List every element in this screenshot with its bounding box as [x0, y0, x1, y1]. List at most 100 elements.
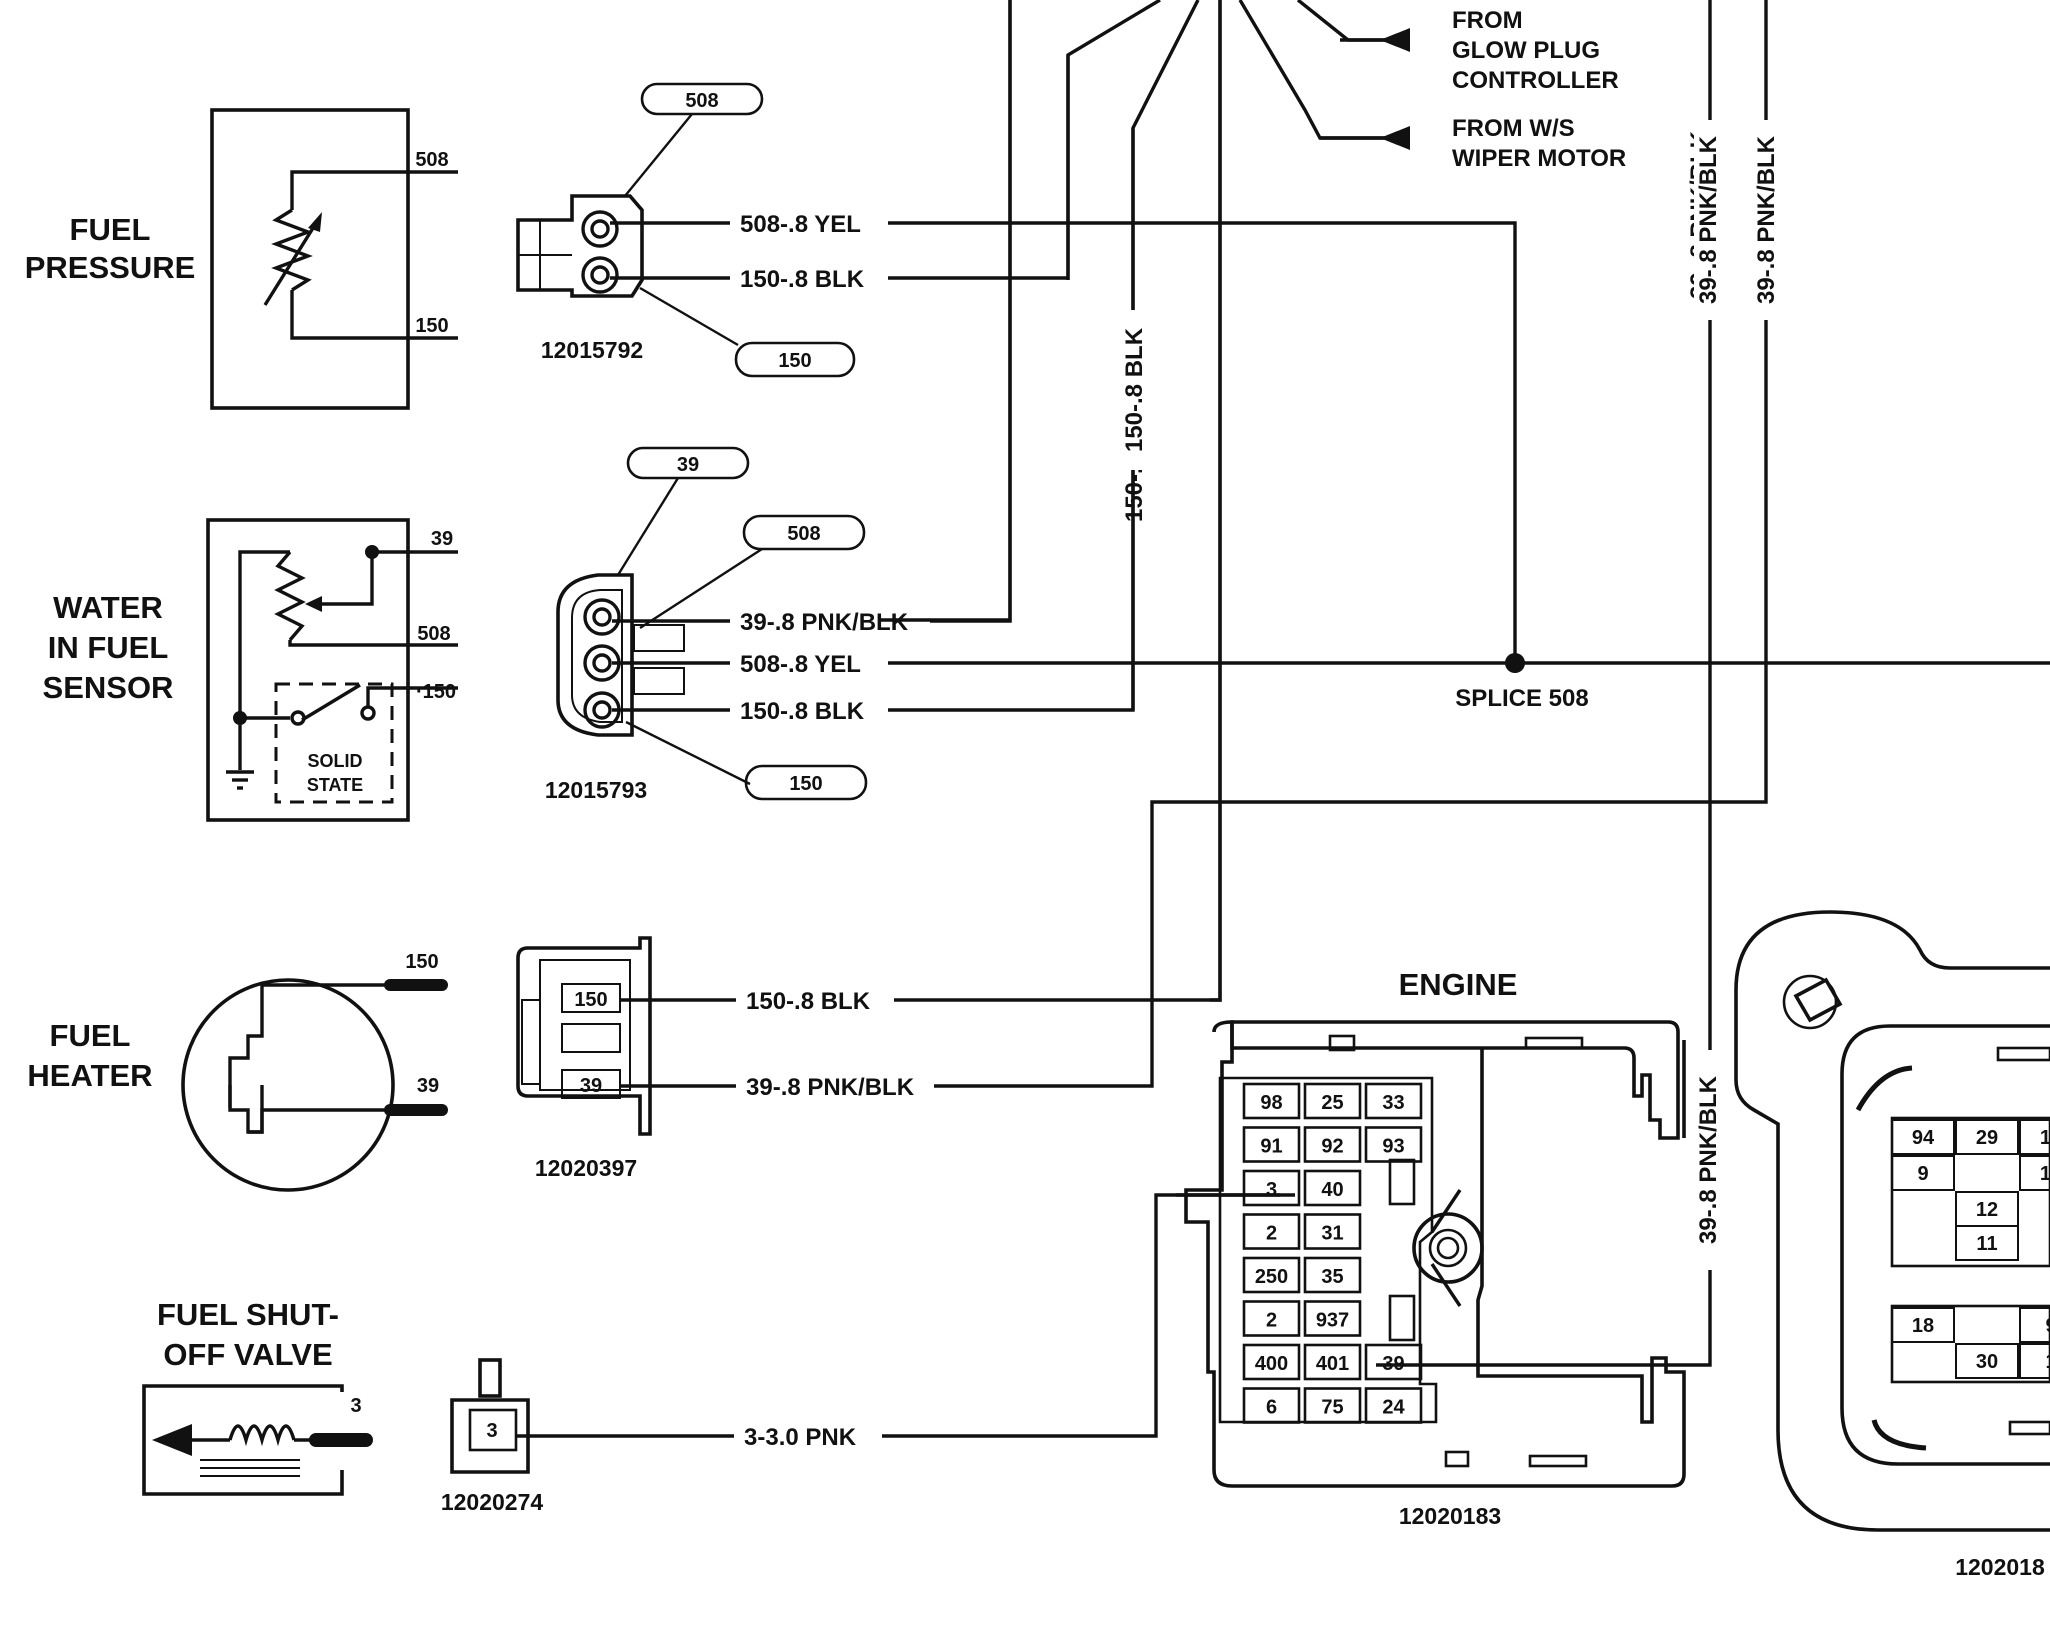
wire-label-wif-39: 39-.8 PNK/BLK	[740, 609, 909, 636]
valve-cavity-3: 3	[486, 1420, 497, 1442]
fuse-cell-label: 92	[1321, 1136, 1343, 1158]
part-number-1202018: 1202018	[1955, 1554, 2045, 1580]
connector-12015793: 12015793 39 508 150	[545, 446, 868, 803]
fuse-cell-label: 2	[1266, 1310, 1277, 1332]
wire-label-vert-39-c-front: 39-.8 PNK/BLK	[1695, 1075, 1722, 1244]
callout-508-b: 508	[787, 523, 820, 545]
fuse-cell	[1303, 1387, 1362, 1424]
wire-label-vert-39-b-front: 39-.8 PNK/BLK	[1753, 135, 1780, 304]
fuse-panel	[1890, 1116, 2050, 1268]
part-number-12020274: 12020274	[441, 1489, 544, 1515]
fuse-cell	[1303, 1126, 1362, 1163]
arrow-icon	[1380, 28, 1410, 52]
wire-label-fh-150: 150-.8 BLK	[746, 988, 871, 1015]
label-gap	[1694, 1050, 1726, 1270]
fuse-cell	[1891, 1155, 1955, 1191]
label-gap	[1120, 310, 1150, 470]
sensor-schematic-icon	[226, 545, 458, 804]
wif-wires: 39-.8 PNK/BLK 508-.8 YEL 150-.8 BLK	[612, 0, 2050, 725]
fuse-cell	[1303, 1169, 1362, 1207]
callout-150: 150	[778, 350, 811, 372]
fuse-cell	[1242, 1387, 1301, 1424]
heater-cavity-39: 39	[580, 1075, 602, 1097]
wif-title-1: WATER	[53, 590, 163, 625]
part-number-12020183: 12020183	[1399, 1503, 1501, 1529]
fuse-cell	[1955, 1119, 2019, 1155]
solid-state-label-1: SOLID	[307, 751, 362, 771]
fuse-cell-label: 35	[1321, 1266, 1343, 1288]
valve-wire: 3-3.0 PNK	[516, 1193, 1280, 1451]
wire-label-sv-3: 3-3.0 PNK	[744, 1424, 857, 1451]
fuse-cell-label: 14	[2040, 1127, 2050, 1149]
wire-label-fp-150: 150-.8 BLK	[740, 266, 865, 293]
fuse-cell	[2019, 1307, 2050, 1343]
fuse-cell-label: 3	[1266, 1179, 1277, 1201]
glow-plug-line-2: GLOW PLUG	[1452, 37, 1600, 64]
arrow-icon	[1380, 126, 1410, 150]
fuel-pressure-pin-508: 508	[415, 149, 448, 171]
fuse-cell-label: 93	[1382, 1136, 1404, 1158]
wire-label-vert-150-front: 150-.8 BLK	[1121, 327, 1148, 452]
fuse-cell-label: 19	[2040, 1163, 2050, 1185]
fuel-pressure-pin-150: 150	[415, 315, 448, 337]
cavity-39-wire	[1376, 0, 1712, 1367]
fuse-cell-label: 98	[1260, 1092, 1282, 1114]
engine-title: ENGINE	[1399, 967, 1518, 1002]
splice-label: SPLICE 508	[1455, 685, 1588, 712]
glow-plug-line-1: FROM	[1452, 7, 1523, 34]
fuse-cell-label: 29	[1976, 1127, 1998, 1149]
callout-39: 39	[677, 454, 699, 476]
water-in-fuel-component: WATER IN FUEL SENSOR SOLID STATE 39 508	[43, 518, 458, 822]
callout-150-b: 150	[789, 773, 822, 795]
wire-label-wif-150: 150-.8 BLK	[740, 698, 865, 725]
wiper-line-1: FROM W/S	[1452, 115, 1575, 142]
connector-12020397: 150 39 12020397	[516, 936, 652, 1181]
fuse-cell	[1955, 1225, 2019, 1261]
fuse-cell	[1242, 1213, 1301, 1250]
fuse-cell-label: 250	[1255, 1266, 1288, 1288]
wiper-line-2: WIPER MOTOR	[1452, 145, 1626, 172]
fuse-cell-label: 9	[2045, 1315, 2050, 1337]
solenoid-icon	[152, 1424, 373, 1477]
fuel-pressure-title-1: FUEL	[70, 212, 151, 247]
fuse-cell-label: 33	[1382, 1092, 1404, 1114]
fuse-cell	[1303, 1082, 1362, 1120]
fuel-heater-component: FUEL HEATER 150 39	[27, 951, 448, 1192]
fuse-cell-label: 937	[1316, 1310, 1349, 1332]
connector-12020274: 3 12020274	[441, 1358, 544, 1515]
fuse-cell-label: 30	[1976, 1351, 1998, 1373]
wire-label-fp-508: 508-.8 YEL	[740, 211, 861, 238]
heater-pin-150: 150	[405, 951, 438, 973]
wif-pin-150: ·150	[416, 681, 456, 703]
callout-508: 508	[685, 90, 718, 112]
solid-state-label-2: STATE	[307, 775, 363, 795]
fuse-cell-label: 18	[1912, 1315, 1934, 1337]
fuse-cell	[2019, 1155, 2050, 1191]
fuel-pressure-wires: 508-.8 YEL 150-.8 BLK	[610, 55, 1517, 662]
fuse-cell	[1242, 1126, 1301, 1163]
fuel-pressure-component: FUEL PRESSURE 508 150	[25, 108, 458, 410]
fuse-cell-label: 24	[1382, 1397, 1405, 1419]
variable-resistor-icon	[263, 170, 458, 340]
valve-title-2: OFF VALVE	[163, 1337, 332, 1372]
fuse-cell	[1364, 1387, 1423, 1424]
glow-plug-note: FROM GLOW PLUG CONTROLLER	[1340, 7, 1619, 94]
fuse-cell	[2019, 1119, 2050, 1155]
right-cell-grid: 9429149191211189301	[1890, 1116, 2050, 1384]
fuse-cell-label: 94	[1912, 1127, 1935, 1149]
fuse-cell	[1364, 1343, 1423, 1381]
fuse-cell-label: 9	[1917, 1163, 1928, 1185]
fuse-cell	[1955, 1343, 2019, 1379]
fuse-cell	[1242, 1169, 1301, 1207]
label-gap	[1750, 120, 1782, 320]
heater-wires: 150-.8 BLK 39-.8 PNK/BLK	[620, 0, 1768, 1101]
fuel-pressure-title-2: PRESSURE	[25, 250, 196, 285]
valve-title-1: FUEL SHUT-	[157, 1297, 339, 1332]
wif-box	[206, 518, 410, 822]
heater-title-1: FUEL	[50, 1018, 131, 1053]
heater-cavity-150: 150	[574, 989, 607, 1011]
wif-title-2: IN FUEL	[48, 630, 169, 665]
wif-pin-39: 39	[431, 528, 453, 550]
